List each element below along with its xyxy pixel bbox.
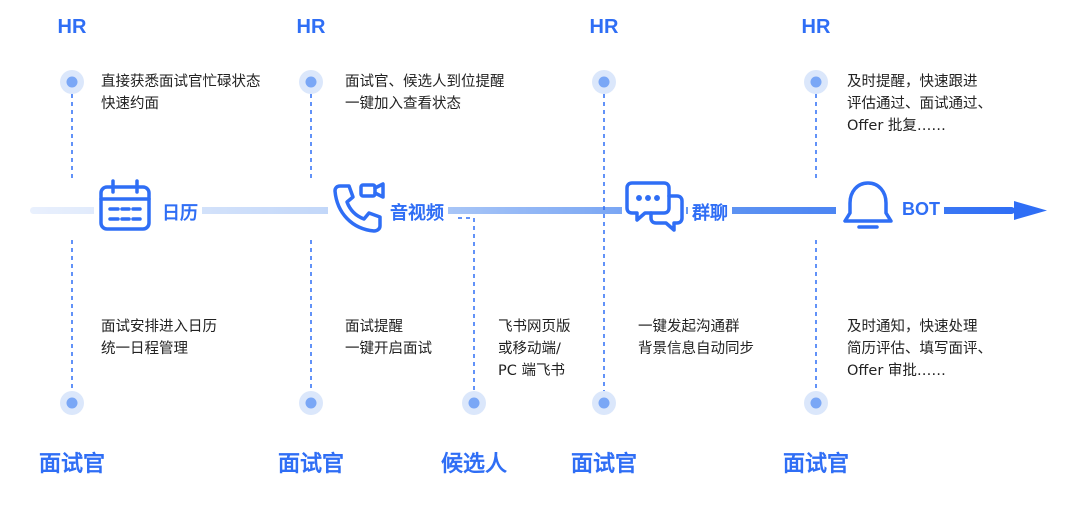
bottom-desc-5: 及时通知，快速处理 简历评估、填写面评、 Offer 审批…… bbox=[847, 316, 992, 382]
bottom-desc-5-line-2: 简历评估、填写面评、 bbox=[847, 341, 992, 357]
bottom-desc-2-line-1: 面试提醒 bbox=[345, 319, 403, 335]
bottom-desc-2: 面试提醒 一键开启面试 bbox=[345, 316, 432, 360]
dot-4-top bbox=[592, 70, 616, 94]
feature-label-bot: BOT bbox=[898, 199, 944, 220]
bottom-desc-4: 一键发起沟通群 背景信息自动同步 bbox=[638, 316, 754, 360]
bottom-desc-5-line-3: Offer 审批…… bbox=[847, 363, 946, 379]
hr-label-5: HR bbox=[801, 16, 831, 38]
bottom-desc-2-line-2: 一键开启面试 bbox=[345, 341, 432, 357]
bell-icon bbox=[843, 181, 893, 229]
role-label-3: 候选人 bbox=[440, 452, 507, 477]
timeline-arrow-head bbox=[1014, 201, 1047, 220]
bottom-desc-1: 面试安排进入日历 统一日程管理 bbox=[101, 316, 217, 360]
feature-label-chat: 群聊 bbox=[688, 199, 732, 225]
bottom-desc-3: 飞书网页版 或移动端/ PC 端飞书 bbox=[498, 316, 571, 382]
dot-2-bottom bbox=[299, 391, 323, 415]
role-label-2: 面试官 bbox=[277, 452, 344, 477]
hr-label-1: HR bbox=[57, 16, 87, 38]
bottom-desc-5-line-1: 及时通知，快速处理 bbox=[847, 319, 978, 335]
top-desc-5-line-1: 及时提醒，快速跟进 bbox=[847, 74, 978, 90]
hr-label-4: HR bbox=[589, 16, 619, 38]
dot-4-bottom bbox=[592, 391, 616, 415]
top-desc-2-line-1: 面试官、候选人到位提醒 bbox=[345, 74, 505, 90]
top-desc-5: 及时提醒，快速跟进 评估通过、面试通过、 Offer 批复…… bbox=[847, 71, 992, 137]
role-label-4: 面试官 bbox=[570, 452, 637, 477]
bottom-desc-4-line-2: 背景信息自动同步 bbox=[638, 341, 754, 357]
bottom-desc-3-line-1: 飞书网页版 bbox=[498, 319, 571, 335]
role-label-1: 面试官 bbox=[38, 452, 105, 477]
top-desc-1: 直接获悉面试官忙碌状态 快速约面 bbox=[101, 71, 261, 115]
bottom-desc-3-line-2: 或移动端/ bbox=[498, 341, 561, 357]
feature-label-video: 音视频 bbox=[386, 199, 448, 225]
dot-3-bottom bbox=[462, 391, 486, 415]
dot-5-top bbox=[804, 70, 828, 94]
role-label-5: 面试官 bbox=[782, 452, 849, 477]
top-desc-2-line-2: 一键加入查看状态 bbox=[345, 96, 461, 112]
dot-2-top bbox=[299, 70, 323, 94]
bottom-desc-3-line-3: PC 端飞书 bbox=[498, 363, 565, 379]
top-desc-5-line-2: 评估通过、面试通过、 bbox=[847, 96, 992, 112]
timeline-bar bbox=[30, 207, 1015, 214]
bottom-desc-1-line-1: 面试安排进入日历 bbox=[101, 319, 217, 335]
group-chat-icon bbox=[625, 181, 684, 232]
dot-1-bottom bbox=[60, 391, 84, 415]
top-desc-5-line-3: Offer 批复…… bbox=[847, 118, 946, 134]
video-call-icon bbox=[333, 182, 385, 233]
vertical-connectors bbox=[71, 94, 817, 391]
calendar-icon bbox=[99, 179, 151, 231]
feature-label-calendar: 日历 bbox=[158, 199, 202, 225]
timeline-dots bbox=[60, 70, 828, 415]
top-desc-1-line-1: 直接获悉面试官忙碌状态 bbox=[101, 74, 261, 90]
hr-label-2: HR bbox=[296, 16, 326, 38]
top-desc-2: 面试官、候选人到位提醒 一键加入查看状态 bbox=[345, 71, 505, 115]
dot-5-bottom bbox=[804, 391, 828, 415]
bottom-desc-4-line-1: 一键发起沟通群 bbox=[638, 319, 740, 335]
bottom-desc-1-line-2: 统一日程管理 bbox=[101, 341, 188, 357]
dot-1-top bbox=[60, 70, 84, 94]
top-desc-1-line-2: 快速约面 bbox=[101, 96, 159, 112]
